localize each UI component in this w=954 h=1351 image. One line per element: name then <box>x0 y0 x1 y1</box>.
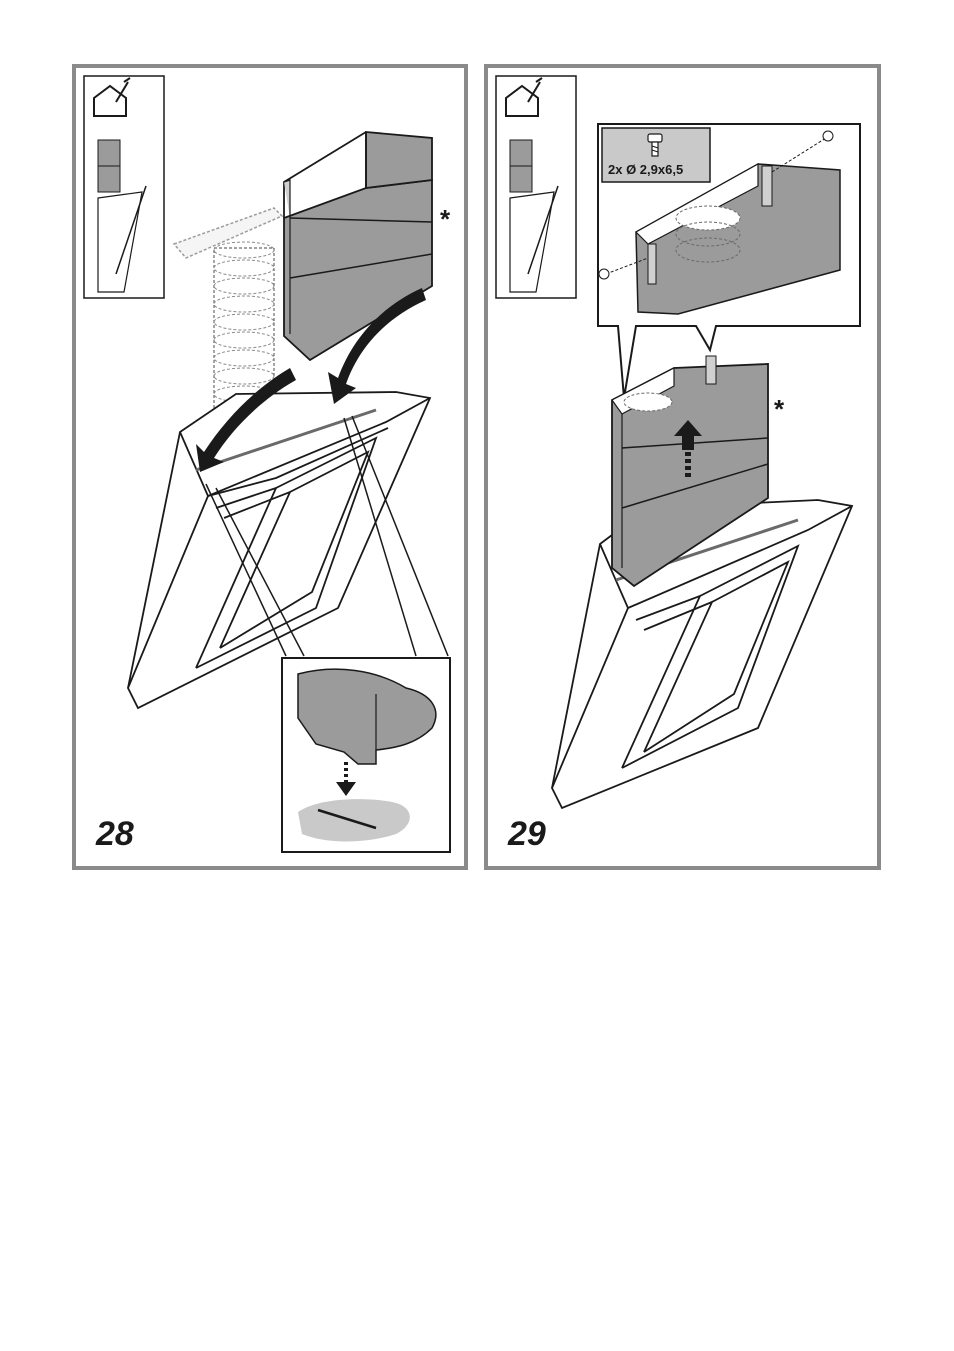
step-28-panel: * 28 <box>72 64 468 870</box>
part-marker: * <box>774 394 784 425</box>
house-ducting-icon <box>496 76 576 298</box>
house-ducting-icon <box>84 76 164 298</box>
step-number: 29 <box>508 815 546 854</box>
chimney-cover <box>284 132 432 360</box>
detail-inset <box>282 658 450 852</box>
step-29-illustration: 2x Ø 2,9x6,5 <box>488 68 877 866</box>
step-28-illustration <box>76 68 464 866</box>
screw-callout: 2x Ø 2,9x6,5 <box>598 124 860 398</box>
step-29-panel: 2x Ø 2,9x6,5 <box>484 64 881 870</box>
screw-spec-label: 2x Ø 2,9x6,5 <box>608 162 683 177</box>
part-marker: * <box>440 204 450 235</box>
step-number: 28 <box>96 815 134 854</box>
cooker-hood <box>552 500 852 808</box>
